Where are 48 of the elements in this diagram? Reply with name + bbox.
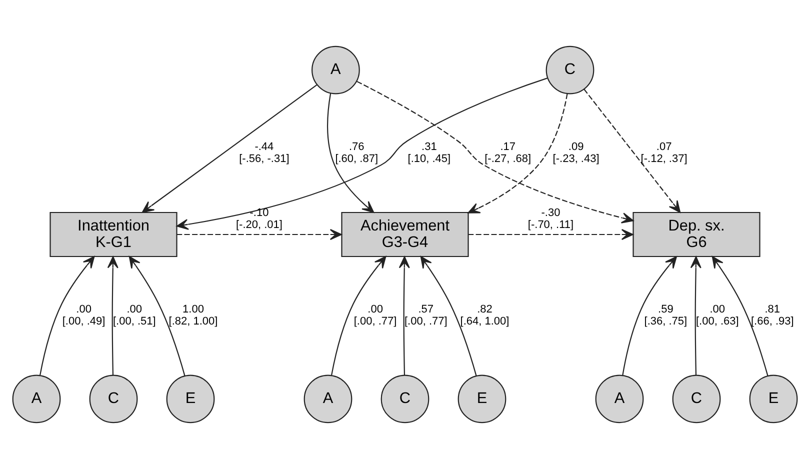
node-box: Achievement G3-G4: [341, 211, 469, 257]
arrow: [327, 92, 374, 212]
arrow: [142, 84, 318, 212]
edge-label: .00 [.00, .51]: [112, 303, 156, 328]
edge-label: .00 [.00, .63]: [696, 303, 739, 328]
arrow: [107, 256, 118, 375]
edge-label: .00 [.00, .77]: [354, 303, 397, 328]
arrow: [331, 256, 386, 375]
arrow: [40, 256, 95, 375]
edge-label: .17 [-.27, .68]: [484, 140, 532, 164]
edge-label: .81 [.66, .93]: [750, 303, 794, 328]
node-circle: C: [89, 374, 138, 423]
edge-label: 1.00 [.82, 1.00]: [168, 303, 218, 328]
node-box: Inattention K-G1: [50, 211, 178, 257]
node-circle: C: [546, 45, 594, 94]
arrow: [176, 77, 548, 230]
edge-label: -.44 [-.56, -.31]: [239, 140, 290, 164]
edge-label: .82 [.64, 1.00]: [460, 303, 510, 328]
arrow: [690, 256, 702, 375]
edge-label: .31 [.10, .45]: [408, 140, 451, 164]
edge-label: .59 [.36, .75]: [644, 303, 688, 328]
arrow: [622, 256, 677, 375]
node-circle: A: [304, 374, 352, 423]
edge-label: .00 [.00, .49]: [62, 303, 106, 328]
node-circle: A: [595, 374, 644, 423]
arrow: [398, 256, 410, 375]
arrow: [468, 93, 568, 213]
arrow: [712, 256, 768, 376]
arrow: [468, 228, 634, 240]
edge-label: .07 [-.12, .37]: [640, 140, 688, 164]
node-circle: A: [312, 45, 360, 94]
edge-label: .76 [.60, .87]: [335, 140, 378, 164]
edge-label: .09 [-.23, .43]: [552, 140, 600, 164]
edge-label: .57 [.00, .77]: [404, 303, 448, 328]
arrow: [420, 256, 477, 376]
node-box: Dep. sx. G6: [632, 211, 760, 257]
node-circle: E: [166, 374, 215, 423]
node-circle: A: [12, 374, 61, 423]
arrow: [176, 228, 342, 240]
node-circle: E: [749, 374, 798, 423]
arrow: [584, 88, 681, 212]
node-circle: E: [458, 374, 506, 423]
node-circle: C: [380, 374, 430, 423]
arrow: [128, 256, 186, 376]
edge-label: -.30 [-.70, .11]: [528, 206, 574, 230]
node-circle: C: [672, 374, 721, 423]
edge-label: -.10 [-.20, .01]: [236, 206, 282, 230]
arrow: [356, 80, 634, 223]
